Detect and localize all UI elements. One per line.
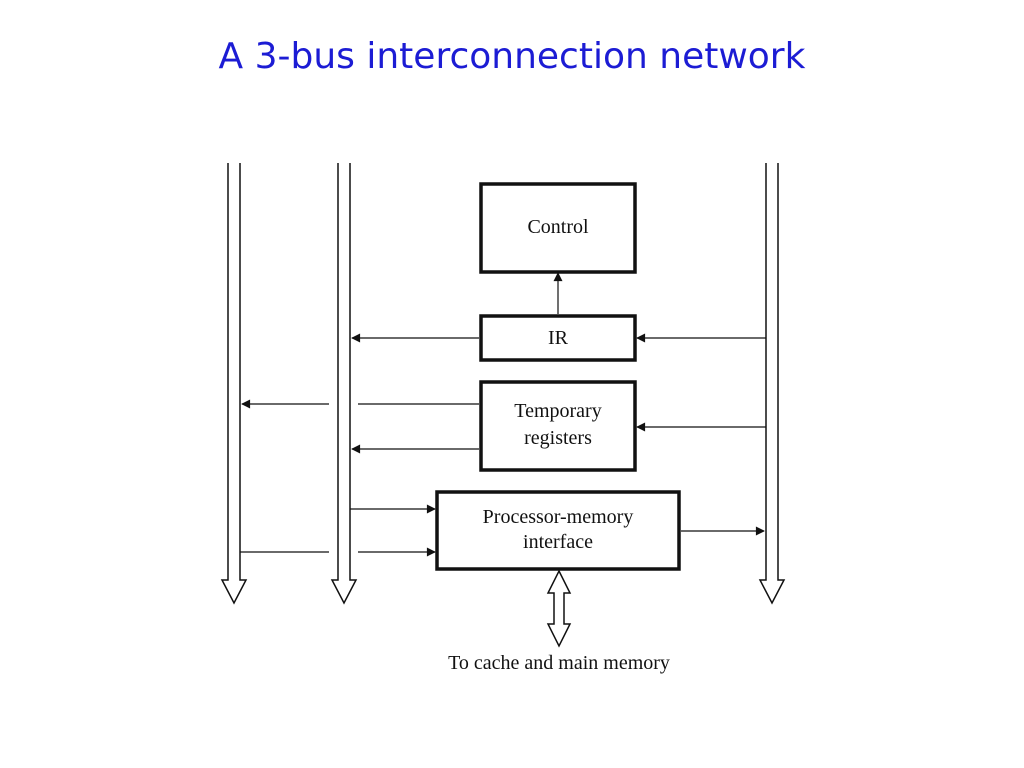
memory-caption: To cache and main memory — [448, 652, 670, 674]
temporary-registers-block: Temporary registers — [479, 380, 637, 472]
temporary-registers-label-1: Temporary — [514, 400, 601, 422]
bus-b — [330, 163, 358, 605]
bus-a — [220, 163, 248, 605]
control-block: Control — [479, 182, 637, 274]
bus-c — [758, 163, 786, 605]
pmi-label-2: interface — [523, 531, 593, 553]
temporary-registers-label-2: registers — [524, 427, 592, 449]
pmi-label-1: Processor-memory — [483, 506, 634, 528]
processor-memory-interface-block: Processor-memory interface — [435, 490, 681, 571]
control-label: Control — [527, 216, 589, 238]
ir-label: IR — [548, 327, 569, 349]
slide-title: A 3-bus interconnection network — [218, 36, 806, 77]
memory-link-double-arrow — [546, 569, 572, 648]
ir-block: IR — [479, 314, 637, 362]
